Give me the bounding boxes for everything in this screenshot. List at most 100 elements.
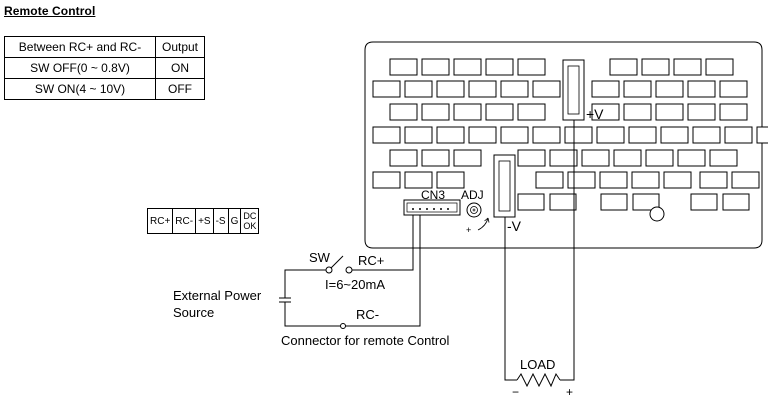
vent-slot	[687, 80, 716, 98]
vent-slot	[655, 103, 684, 121]
external-power-label-2: Source	[173, 305, 214, 320]
adj-plus-label: +	[466, 225, 471, 235]
vent-slot	[421, 58, 450, 76]
vent-slot	[372, 126, 401, 144]
plus-v-terminal-inner	[567, 65, 580, 115]
vent-slot	[719, 80, 748, 98]
vent-slot	[705, 58, 734, 76]
vent-slot	[677, 149, 706, 167]
vent-slot	[485, 103, 514, 121]
table-row: SW OFF(0 ~ 0.8V) ON	[4, 57, 205, 79]
rc-plus-label: RC+	[358, 253, 384, 268]
vent-slot	[372, 171, 401, 189]
rc-minus-contact	[340, 323, 346, 329]
vent-slot	[535, 171, 564, 189]
vent-slot	[596, 126, 625, 144]
table-cell: OFF	[155, 78, 205, 100]
vent-slot	[591, 80, 620, 98]
adj-slot	[472, 208, 476, 212]
cn3-connector	[403, 199, 461, 216]
vent-slot	[517, 149, 546, 167]
table-cell: SW ON(4 ~ 10V)	[4, 78, 156, 100]
pin-dc-label: DC	[243, 211, 257, 221]
vent-slot	[632, 193, 660, 211]
pin-rc-minus: RC-	[172, 208, 197, 234]
connector-caption: Connector for remote Control	[281, 333, 449, 348]
pin-ok-label: OK	[243, 221, 257, 231]
vent-slot	[609, 58, 638, 76]
vent-slot	[591, 103, 620, 121]
load-plus-label: +	[566, 385, 573, 399]
adj-arrow	[477, 217, 489, 231]
section-title: Remote Control	[4, 4, 96, 18]
current-label: I=6~20mA	[325, 277, 385, 292]
minus-v-terminal-inner	[498, 160, 511, 212]
vent-slot	[655, 80, 684, 98]
cn3-label: CN3	[421, 188, 445, 202]
vent-slot	[692, 126, 721, 144]
vent-slot	[623, 80, 652, 98]
vent-slot	[690, 193, 718, 211]
vent-slot	[599, 171, 628, 189]
vent-slot	[517, 193, 545, 211]
vent-slot	[673, 58, 702, 76]
wire-load-plus	[560, 120, 575, 381]
vent-slot	[699, 171, 728, 189]
vent-slot	[532, 80, 561, 98]
vent-slot	[567, 171, 596, 189]
vent-slot	[613, 149, 642, 167]
plus-v-label: +V	[586, 106, 604, 122]
column-header: Between RC+ and RC-	[4, 36, 156, 58]
table-cell: SW OFF(0 ~ 0.8V)	[4, 57, 156, 79]
vent-slot	[631, 171, 660, 189]
cn3-connector-inner	[406, 202, 458, 213]
table-row: SW ON(4 ~ 10V) OFF	[4, 78, 205, 100]
wire-switch-left	[284, 269, 326, 298]
sw-label: SW	[309, 250, 331, 265]
vent-slot	[389, 103, 418, 121]
remote-control-table: Between RC+ and RC- Output SW OFF(0 ~ 0.…	[4, 36, 205, 100]
plus-v-terminal	[562, 59, 585, 121]
vent-grid	[372, 58, 768, 211]
vent-slot	[485, 58, 514, 76]
minus-v-label: -V	[507, 218, 522, 234]
vent-slot	[645, 149, 674, 167]
vent-slot	[623, 103, 652, 121]
vent-slot	[517, 103, 546, 121]
load-label: LOAD	[520, 357, 555, 372]
switch-lever	[330, 255, 344, 269]
vent-slot	[453, 58, 482, 76]
vent-slot	[517, 58, 546, 76]
vent-slot	[436, 80, 465, 98]
load-minus-label: −	[512, 385, 519, 399]
pin-minus-s: -S	[212, 208, 229, 234]
vent-slot	[687, 103, 716, 121]
wire-rc-plus	[352, 215, 414, 271]
vent-slot	[600, 193, 628, 211]
switch-contact-right	[345, 266, 353, 274]
wire-source-bottom	[284, 302, 340, 327]
vent-slot	[389, 58, 418, 76]
vent-slot	[549, 193, 577, 211]
vent-slot	[372, 80, 401, 98]
vent-slot	[453, 149, 482, 167]
vent-slot	[404, 126, 433, 144]
external-power-label-1: External Power	[173, 288, 262, 303]
vent-slot	[756, 126, 768, 144]
cn3-pins	[412, 208, 449, 210]
vent-slot	[421, 103, 450, 121]
table-header-row: Between RC+ and RC- Output	[4, 36, 205, 58]
column-header: Output	[155, 36, 205, 58]
adj-arrow-head	[484, 217, 490, 223]
pin-rc-plus: RC+	[146, 208, 174, 234]
adj-label: ADJ	[461, 188, 484, 202]
load-resistor	[516, 372, 561, 388]
vent-slot	[564, 126, 593, 144]
vent-slot	[628, 126, 657, 144]
vent-slot	[532, 126, 561, 144]
vent-slot	[453, 103, 482, 121]
vent-slot	[581, 149, 610, 167]
